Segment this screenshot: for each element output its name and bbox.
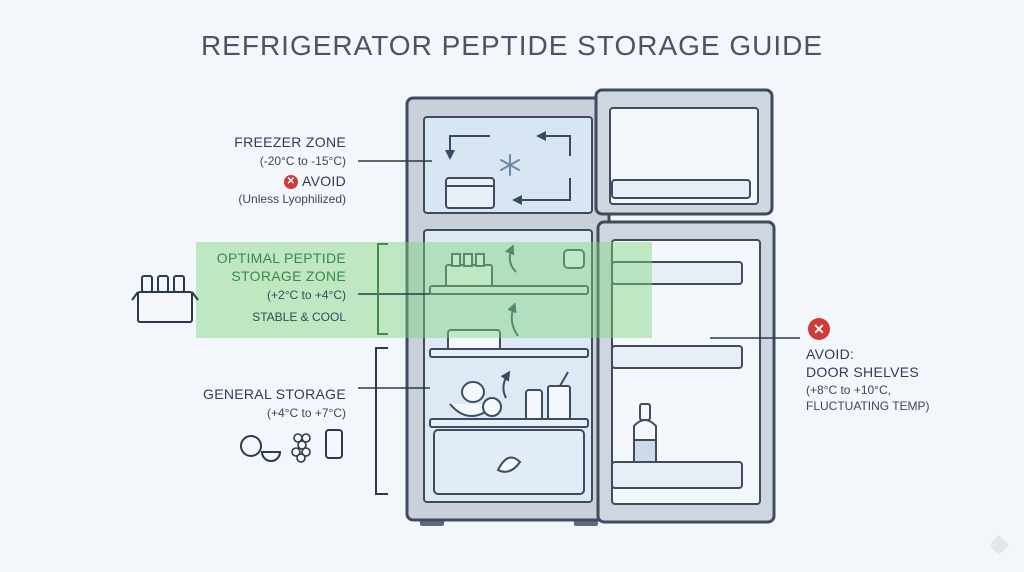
snowflake-icon <box>500 154 520 176</box>
can-icon <box>325 429 343 459</box>
door-line1: AVOID: <box>806 346 855 362</box>
bottle-icon <box>633 403 657 463</box>
freezer-note: (Unless Lyophilized) <box>238 192 346 207</box>
lettuce-icon <box>496 456 522 473</box>
freezer-status: ✕AVOID <box>234 173 346 190</box>
shelf-can <box>525 389 543 421</box>
freezer-heading: FREEZER ZONE <box>234 134 346 150</box>
apple-icon <box>240 435 282 462</box>
fruit-basket-icon <box>449 381 502 417</box>
general-label: GENERAL STORAGE (+4°C to +7°C) <box>203 386 346 420</box>
optimal-zone-highlight <box>196 242 652 338</box>
x-circle-icon: ✕ <box>283 175 298 190</box>
freezer-label: FREEZER ZONE (-20°C to -15°C) ✕AVOID (Un… <box>234 134 346 206</box>
freezer-status-text: AVOID <box>301 173 346 189</box>
middle-shelf <box>429 348 589 358</box>
vial-tray <box>445 253 493 288</box>
optimal-label: OPTIMAL PEPTIDE STORAGE ZONE (+2°C to +4… <box>217 250 346 324</box>
bottom-shelf <box>429 418 589 428</box>
optimal-note: STABLE & COOL <box>252 310 346 324</box>
shelf-glass <box>547 385 571 421</box>
fridge-light <box>563 249 585 269</box>
general-bracket <box>375 347 388 495</box>
general-range: (+4°C to +7°C) <box>267 406 346 420</box>
vial-box-icon <box>131 275 199 323</box>
door-label: AVOID: DOOR SHELVES (+8°C to +10°C, FLUC… <box>806 346 930 413</box>
door-line3: (+8°C to +10°C, <box>806 383 891 397</box>
freezer-range: (-20°C to -15°C) <box>259 154 346 168</box>
optimal-shelf <box>429 285 589 295</box>
grapes-icon <box>291 433 311 463</box>
cold-air-arrow-lower <box>507 302 519 337</box>
optimal-line2: STORAGE ZONE <box>231 268 346 284</box>
general-heading: GENERAL STORAGE <box>203 386 346 402</box>
optimal-line1: OPTIMAL PEPTIDE <box>216 250 346 266</box>
page-title: REFRIGERATOR PEPTIDE STORAGE GUIDE <box>200 30 824 61</box>
optimal-range: (+2°C to +4°C) <box>267 288 346 302</box>
door-line2: DOOR SHELVES <box>806 364 920 380</box>
door-line4: FLUCTUATING TEMP) <box>806 399 930 413</box>
cold-air-arrow <box>505 244 517 273</box>
optimal-bracket <box>377 243 388 335</box>
freezer-container <box>445 177 495 209</box>
door-avoid-icon: ✕ <box>808 318 830 340</box>
airflow-arrows <box>445 131 571 205</box>
